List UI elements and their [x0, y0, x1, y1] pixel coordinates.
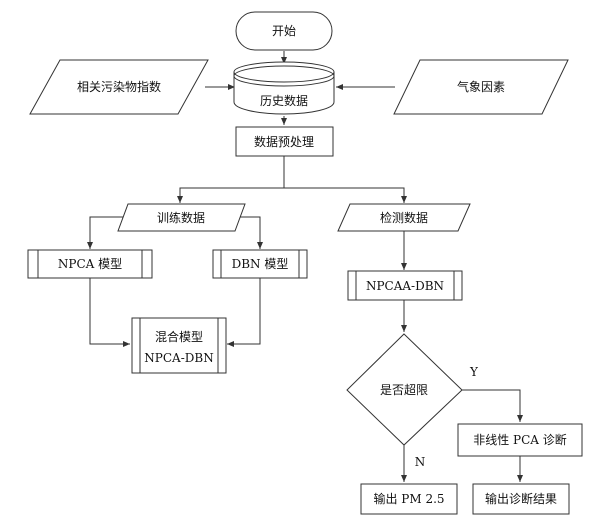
exceed-decision-node: 是否超限: [346, 333, 463, 446]
preprocess-node: 数据预处理: [235, 126, 334, 157]
mixed-model-label-line2: NPCA-DBN: [144, 351, 213, 365]
edge-decision-yes: [462, 389, 523, 422]
test-data-label: 检测数据: [380, 210, 428, 225]
weather-input-label: 气象因素: [457, 79, 505, 94]
train-data-node: 训练数据: [117, 203, 246, 232]
history-database-label: 历史数据: [260, 93, 308, 108]
history-database-node: 历史数据: [233, 61, 335, 115]
npca-model-label: NPCA 模型: [58, 257, 122, 271]
output-diagnosis-label: 输出诊断结果: [485, 491, 557, 506]
decision-label: 是否超限: [380, 382, 428, 397]
output-pm-node: 输出 PM 2.5: [360, 483, 458, 515]
edge-label-yes: Y: [469, 365, 479, 379]
preprocess-label: 数据预处理: [254, 134, 314, 149]
pollutant-input-node: 相关污染物指数: [29, 59, 209, 115]
edge-npca-mixed: [89, 278, 130, 347]
dbn-model-label: DBN 模型: [232, 257, 289, 271]
output-pm-label: 输出 PM 2.5: [373, 491, 444, 506]
weather-input-node: 气象因素: [393, 59, 569, 115]
edge-label-no: N: [415, 455, 426, 469]
train-data-label: 训练数据: [157, 210, 205, 225]
nonlinear-pca-node: 非线性 PCA 诊断: [457, 423, 583, 457]
edge-preprocess-train: [177, 156, 285, 203]
npcaa-dbn-label: NPCAA-DBN: [366, 279, 444, 293]
edge-dbn-mixed: [227, 278, 261, 347]
start-label: 开始: [272, 24, 296, 38]
nonlinear-pca-label: 非线性 PCA 诊断: [473, 432, 567, 447]
edge-preprocess-test: [284, 187, 407, 203]
mixed-model-node: 混合模型 NPCA-DBN: [131, 317, 227, 374]
edge-train-npca: [87, 216, 128, 249]
pollutant-input-label: 相关污染物指数: [77, 79, 161, 94]
dbn-model-node: DBN 模型: [212, 249, 308, 279]
edge-train-dbn: [235, 216, 263, 249]
mixed-model-label-line1: 混合模型: [155, 329, 203, 344]
test-data-node: 检测数据: [337, 203, 471, 232]
connectors: [87, 51, 523, 482]
npcaa-dbn-node: NPCAA-DBN: [347, 270, 463, 301]
npca-model-node: NPCA 模型: [27, 249, 153, 279]
output-diagnosis-node: 输出诊断结果: [472, 483, 570, 515]
start-terminal: 开始: [235, 11, 333, 51]
